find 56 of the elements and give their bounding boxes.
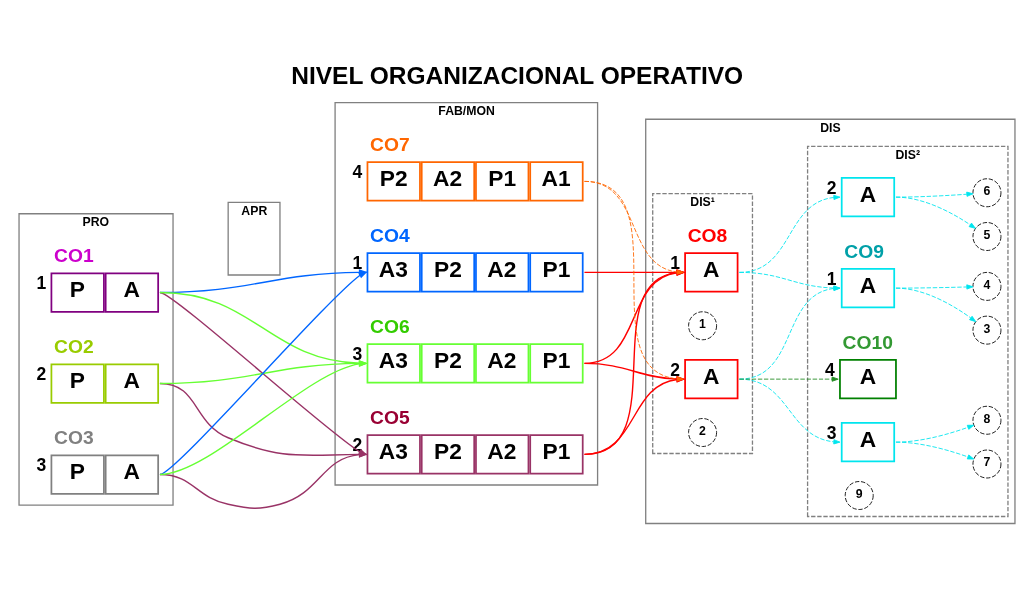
arrow bbox=[583, 269, 686, 276]
arrow bbox=[738, 194, 841, 273]
node-label: 3 bbox=[826, 422, 837, 443]
node-circle: 9 bbox=[844, 481, 874, 510]
node-circle: 5 bbox=[972, 222, 1002, 251]
arrow bbox=[583, 269, 686, 456]
node-label: 1 bbox=[36, 273, 47, 293]
arrow bbox=[895, 284, 974, 290]
node-circle: 4 bbox=[972, 271, 1002, 301]
node-box: A bbox=[840, 177, 896, 218]
arrow bbox=[895, 191, 974, 198]
node-label: CO2 bbox=[54, 336, 94, 358]
arrow bbox=[584, 180, 684, 275]
node-label: CO4 bbox=[370, 225, 410, 247]
node-box: APR bbox=[227, 201, 281, 276]
node-box: A bbox=[840, 422, 896, 463]
node-label: 2 bbox=[36, 364, 47, 384]
node-label: CO5 bbox=[370, 407, 410, 429]
node-circle: 2 bbox=[688, 418, 718, 447]
node-circle: 3 bbox=[972, 315, 1002, 345]
arrow bbox=[738, 378, 841, 445]
arrow bbox=[159, 291, 368, 367]
node-box: A bbox=[684, 359, 739, 400]
node-box: A bbox=[840, 268, 896, 309]
node-label: CO3 bbox=[54, 427, 94, 449]
node-label: 1 bbox=[826, 268, 837, 289]
arrow bbox=[895, 424, 975, 443]
arrow bbox=[738, 376, 839, 382]
arrow bbox=[583, 269, 686, 365]
node-box: A bbox=[839, 359, 897, 400]
node-circle: 7 bbox=[972, 449, 1002, 479]
node-circle: 8 bbox=[972, 405, 1002, 435]
node-label: 2 bbox=[352, 434, 363, 455]
node-circle: 1 bbox=[688, 311, 718, 341]
node-label: 1 bbox=[670, 252, 680, 273]
node-label: 4 bbox=[825, 359, 835, 380]
node-label: 1 bbox=[352, 252, 363, 273]
node-box: A bbox=[684, 252, 739, 293]
node-label: 4 bbox=[352, 161, 363, 182]
node-circle: 6 bbox=[972, 178, 1002, 208]
node-label: CO7 bbox=[370, 134, 410, 156]
arrow bbox=[583, 362, 686, 383]
node-label: CO9 bbox=[844, 241, 884, 263]
arrow bbox=[584, 180, 684, 382]
node-label: CO6 bbox=[370, 316, 410, 338]
node-label: 3 bbox=[36, 455, 47, 475]
node-label: 2 bbox=[670, 359, 680, 380]
node-label: 3 bbox=[352, 343, 363, 364]
node-label: 2 bbox=[826, 177, 837, 198]
node-label: CO8 bbox=[687, 225, 728, 247]
node-label: CO1 bbox=[54, 245, 94, 267]
diagram-title: NIVEL ORGANIZACIONAL OPERATIVO bbox=[291, 61, 744, 89]
arrow bbox=[159, 360, 368, 385]
node-label: CO10 bbox=[842, 332, 893, 354]
arrow bbox=[895, 287, 977, 323]
arrow bbox=[583, 376, 686, 456]
